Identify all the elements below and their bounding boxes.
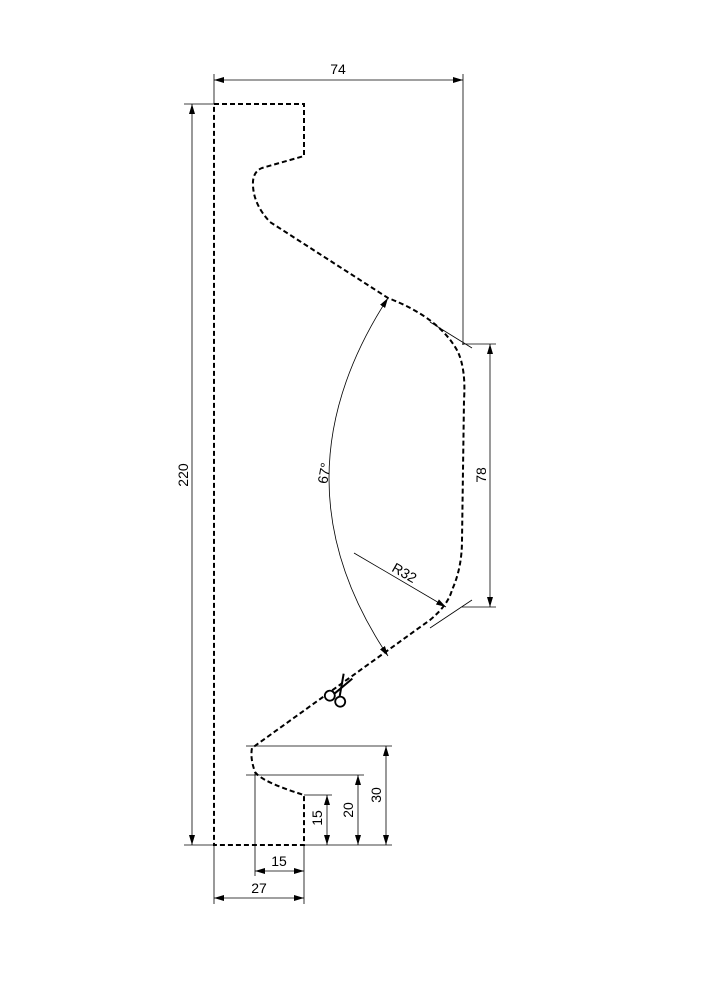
radius-leader (353, 552, 447, 608)
angle-arc-67 (328, 297, 389, 657)
ext-line-78-bottom (429, 599, 473, 629)
dim-text-15-vertical: 15 (309, 810, 325, 826)
dim-text-r32: R32 (389, 559, 419, 586)
dim-text-220: 220 (175, 463, 191, 487)
dim-text-20: 20 (340, 802, 356, 818)
dim-text-27: 27 (251, 880, 267, 896)
dim-text-67: 67° (314, 461, 333, 485)
dim-text-30: 30 (368, 787, 384, 803)
dim-text-78: 78 (473, 467, 489, 483)
dim-text-74: 74 (330, 61, 346, 77)
dim-text-15-horizontal: 15 (271, 853, 287, 869)
scissors-icon (323, 673, 353, 708)
profile-outline (213, 103, 466, 846)
